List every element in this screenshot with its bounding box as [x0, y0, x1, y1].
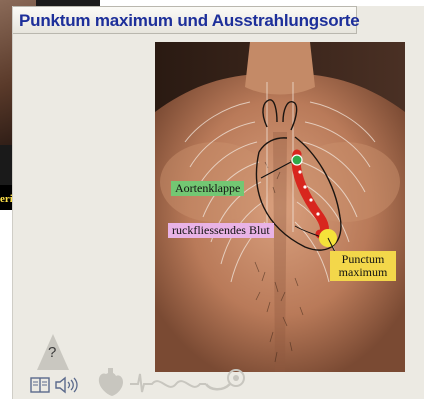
chest-illustration — [155, 42, 405, 372]
help-glyph: ? — [48, 344, 56, 361]
chest-svg — [155, 42, 405, 372]
label-punctum-maximum: Punctum maximum — [330, 251, 396, 281]
page-title: Punktum maximum und Ausstrahlungsorte — [19, 11, 360, 31]
label-punctum-line2: maximum — [339, 265, 388, 279]
toolbar: ? — [12, 330, 252, 399]
help-triangle-icon[interactable]: ? — [36, 332, 70, 372]
background-partial-text: eri — [0, 193, 13, 205]
waveform-icon[interactable] — [128, 370, 208, 396]
speaker-icon[interactable] — [54, 376, 80, 394]
label-ruckfliessendes-blut: ruckfliessendes Blut — [168, 223, 274, 238]
title-bar: Punktum maximum und Ausstrahlungsorte — [13, 6, 357, 34]
heart-icon[interactable] — [96, 368, 126, 398]
label-aortenklappe: Aortenklappe — [171, 181, 244, 196]
book-icon[interactable] — [30, 376, 50, 394]
stethoscope-icon[interactable] — [202, 366, 246, 398]
label-punctum-line1: Punctum — [342, 252, 385, 266]
